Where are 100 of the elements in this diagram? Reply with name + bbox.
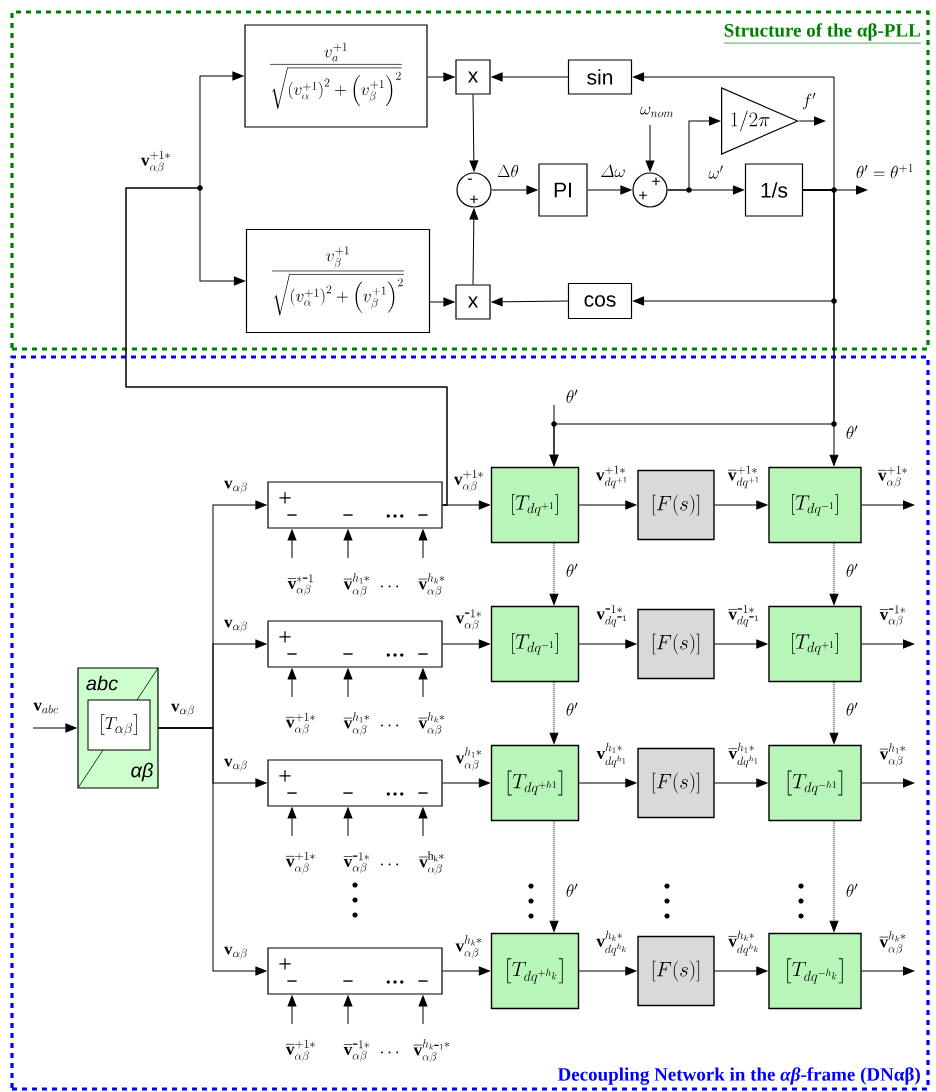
edge-label: $\overline{\mathbf{v}}^{+1*}_{\alpha\beta}$ (285, 850, 317, 876)
arrow (578, 966, 637, 976)
function-block: x (455, 284, 491, 320)
arrow (287, 807, 297, 837)
edge-label: $\overline{\mathbf{v}}^{h_k*}_{\alpha\beta}$ (417, 572, 447, 598)
arrow (158, 727, 267, 976)
edge-label: $\overline{\mathbf{v}}^{h_k*}_{dq^{h_k}}$ (727, 929, 761, 957)
edge-label: $\mathbf{v}^{h_1*}_{\alpha\beta}$ (454, 746, 484, 772)
signal-label: $\cdots$ (380, 724, 399, 727)
function-block: 1/s (744, 163, 804, 217)
arrow (829, 820, 839, 932)
edge-label: $\overline{\mathbf{v}}^{h_k*}_{\alpha\beta}$ (878, 930, 908, 956)
edge-label: $\mathbf{v}_{\alpha\beta}$ (223, 757, 249, 773)
transform-block: $\left[T_{dq^{-1}}\right]$ (768, 466, 862, 544)
arrow (714, 778, 768, 788)
arrow (587, 185, 632, 195)
edge-label: $\mathbf{v}_{\alpha\beta}$ (223, 945, 249, 961)
arrow (491, 185, 538, 195)
subtraction-block: + − − … − (267, 620, 443, 668)
edge-label: $\omega_{nom}$ (639, 106, 675, 118)
filter-block: $\left[F(s)\right]$ (637, 747, 715, 819)
arrow (418, 668, 428, 698)
arrow (829, 681, 839, 744)
edge-label: $\overline{\mathbf{v}}^{*\mbox{-}1}_{\alpha\beta}$ (286, 573, 316, 597)
arrow (714, 639, 768, 649)
arrow (714, 500, 768, 510)
arrow (861, 639, 915, 649)
edge-label: $\theta'$ (844, 701, 860, 717)
fraction-box: $\frac{v_a^{+1}}{\sqrt{\left(v_\alpha^{+1}\right)^2+\left(v_\beta^{+1}\right)^2}}$ (244, 24, 428, 128)
edge-label: $\omega'$ (707, 164, 725, 180)
edge-label: $\overline{\mathbf{v}}^{\mathrm{h_k}*}_{\alpha\beta}$ (418, 850, 446, 876)
arrow (343, 807, 353, 837)
frame-title: Decoupling Network in the αβ-frame (DNαβ) (557, 1067, 920, 1085)
edge-label: $\Delta\theta$ (496, 164, 520, 178)
edge-label: $f'$ (801, 91, 817, 111)
arrow (829, 542, 839, 605)
filter-block: $\left[F(s)\right]$ (637, 469, 715, 541)
arrow (714, 966, 768, 976)
transform-block: $\left[T_{dq^{+1}}\right]$ (768, 605, 862, 683)
subtraction-block: + − − … − (267, 947, 443, 995)
edge-label: $\overline{\mathbf{v}}^{h_1*}_{\alpha\beta}$ (878, 742, 908, 768)
subtraction-block: + − − … − (267, 759, 443, 807)
arrow (491, 297, 569, 307)
arrow (418, 807, 428, 837)
arrow (491, 72, 569, 82)
arrow (287, 529, 297, 559)
arrow (645, 124, 655, 172)
signal-label: $\cdots$ (380, 1051, 399, 1054)
arrow (442, 778, 490, 788)
edge-label: $\mathbf{v}^{+1*}_{\alpha\beta}$ (140, 149, 172, 175)
edge-label: $\mathbf{v}_{\alpha\beta}$ (223, 618, 249, 634)
transform-block: $\left[T_{dq^{-1}}\right]$ (490, 605, 580, 683)
subtraction-block: + − − … − (267, 481, 443, 529)
edge-label: $\theta'$ (844, 562, 860, 578)
arrow (549, 542, 559, 605)
edge-label: $\theta'$ (844, 882, 860, 898)
arrow (287, 995, 297, 1025)
transform-block: $\left[T_{dq^{-h_k}}\right]$ (768, 932, 862, 1010)
edge-label: $\overline{\mathbf{v}}^{h_{k\mbox{-}1}*}_{\alpha\beta}$ (412, 1038, 452, 1064)
filter-block: $\left[F(s)\right]$ (637, 935, 715, 1007)
transform-block: $\left[T_{dq^{+h_k}}\right]$ (490, 932, 580, 1010)
summing-junction: + + (632, 172, 668, 208)
frame-title: Structure of the αβ-PLL (723, 23, 922, 44)
arrow (798, 116, 826, 126)
arrow (861, 966, 915, 976)
arrow (418, 529, 428, 559)
edge-label: $\varDelta\omega$ (599, 164, 627, 178)
signal-label: $\cdots$ (380, 585, 399, 588)
edge-label: $\mathbf{v}^{+1*}_{\alpha\beta}$ (453, 468, 485, 494)
transform-block: $\left[T_{dq^{+1}}\right]$ (490, 466, 580, 544)
arrow (418, 995, 428, 1025)
function-block: sin (567, 59, 633, 95)
arrow (549, 404, 559, 466)
arrow (343, 529, 353, 559)
signal-label: $\mathbf{v}_{\alpha\beta}$ (171, 703, 194, 717)
function-block: cos (567, 282, 633, 320)
transform-block: $\left[T_{dq^{+h1}}\right]$ (490, 744, 580, 822)
arrow (429, 297, 455, 307)
edge-label: $\mathbf{v}^{\mbox{-}1*}_{dq^{\mbox{-}1}}$ (595, 604, 629, 628)
edge-label: $\overline{\mathbf{v}}^{+1*}_{\alpha\beta}$ (285, 711, 317, 737)
edge-label: $\theta'$ (564, 882, 580, 898)
transform-block: abc $\left[T_{\alpha\beta}\right]$ αβ (77, 667, 159, 789)
edge-label: $\overline{\mathbf{v}}^{h_1*}_{\alpha\beta}$ (342, 711, 372, 737)
arrow (442, 966, 490, 976)
edge-label: $\overline{\mathbf{v}}^{+1*}_{\alpha\beta}$ (285, 1038, 317, 1064)
arrow (469, 94, 479, 172)
arrow (549, 681, 559, 744)
arrow (343, 995, 353, 1025)
arrow (667, 116, 721, 191)
filter-block: $\left[F(s)\right]$ (637, 608, 715, 680)
arrow (343, 668, 353, 698)
signal-label: $\cdots$ (380, 863, 399, 866)
arrow (861, 778, 915, 788)
edge-label: $\mathbf{v}^{+1*}_{dq^{+1}}$ (594, 464, 630, 490)
arrow (32, 723, 77, 733)
arrow (125, 187, 448, 506)
edge-label: $\mathbf{v}^{h_k*}_{dq^{h_k}}$ (595, 929, 629, 957)
edge-label: $\overline{\mathbf{v}}^{\mbox{-}1*}_{\alpha\beta}$ (878, 604, 908, 628)
edge-label: $\overline{\mathbf{v}}^{+1*}_{\alpha\beta}$ (877, 464, 909, 490)
arrow (442, 639, 490, 649)
